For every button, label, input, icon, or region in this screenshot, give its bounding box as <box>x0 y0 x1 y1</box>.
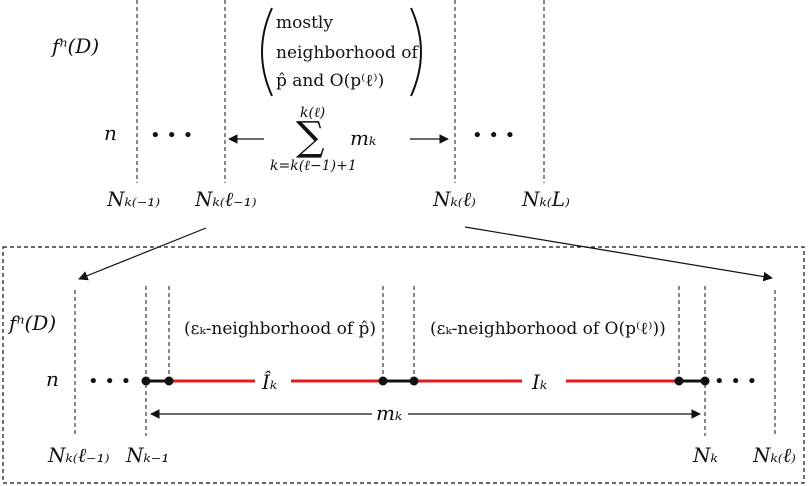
segment-label-right: Iₖ <box>531 370 547 394</box>
top-dots-right: • • • <box>472 125 515 146</box>
node-3 <box>378 376 388 386</box>
node-4 <box>409 376 419 386</box>
node-5 <box>674 376 684 386</box>
box-right-paren <box>410 7 422 97</box>
sum-lower: k=k(ℓ−1)+1 <box>270 158 357 174</box>
box-line-1: mostly <box>276 13 333 33</box>
bottom-panel: fⁿ(D) n (εₖ-neighborhood of p̂) (εₖ-neig… <box>2 246 805 484</box>
zoom-arrow-right <box>464 226 773 282</box>
zoom-arrow-left <box>78 227 207 281</box>
bottom-row-label-fnD: fⁿ(D) <box>7 311 56 335</box>
node-6 <box>700 376 710 386</box>
bottom-label-N-k-ell: Nₖ₍ℓ₎ <box>752 443 796 467</box>
node-1 <box>141 376 151 386</box>
top-label-N-k-minus1: Nₖ₍₋₁₎ <box>106 187 160 211</box>
bottom-dots-left: • • • <box>88 371 131 392</box>
top-label-N-k-L: Nₖ₍L₎ <box>521 187 570 211</box>
top-label-N-k-ell-minus1: Nₖ₍ℓ₋₁₎ <box>194 187 257 211</box>
box-line-3: p̂ and O(p⁽ℓ⁾) <box>276 71 384 91</box>
top-row-label-fnD: fⁿ(D) <box>50 34 99 58</box>
node-2 <box>164 376 174 386</box>
bottom-label-N-k-minus1: Nₖ₋₁ <box>125 443 169 467</box>
top-label-N-k-ell: Nₖ₍ℓ₎ <box>432 187 476 211</box>
bottom-panel-frame <box>2 246 805 484</box>
bottom-dots-right: • • • <box>714 371 757 392</box>
bottom-row-label-n: n <box>46 367 59 391</box>
top-dots-left: • • • <box>150 125 193 146</box>
bottom-label-N-k-ell-minus1: Nₖ₍ℓ₋₁₎ <box>47 443 110 467</box>
box-line-2: neighborhood of <box>276 43 419 63</box>
bottom-region-left: (εₖ-neighborhood of p̂) <box>184 319 376 339</box>
top-row-label-n: n <box>104 121 117 145</box>
top-panel: fⁿ(D) n • • • • • • mostly neighborhood … <box>50 0 570 211</box>
bottom-region-right: (εₖ-neighborhood of O(p⁽ℓ⁾)) <box>430 319 666 339</box>
sum-term: mₖ <box>350 126 376 150</box>
span-label-bg <box>372 402 408 424</box>
sum-sign: ∑ <box>296 114 325 160</box>
bottom-label-N-k: Nₖ <box>692 443 718 467</box>
sum-upper: k(ℓ) <box>300 105 325 121</box>
segment-label-left: Îₖ <box>261 370 277 394</box>
box-left-paren <box>261 7 273 97</box>
span-label: mₖ <box>376 401 402 425</box>
